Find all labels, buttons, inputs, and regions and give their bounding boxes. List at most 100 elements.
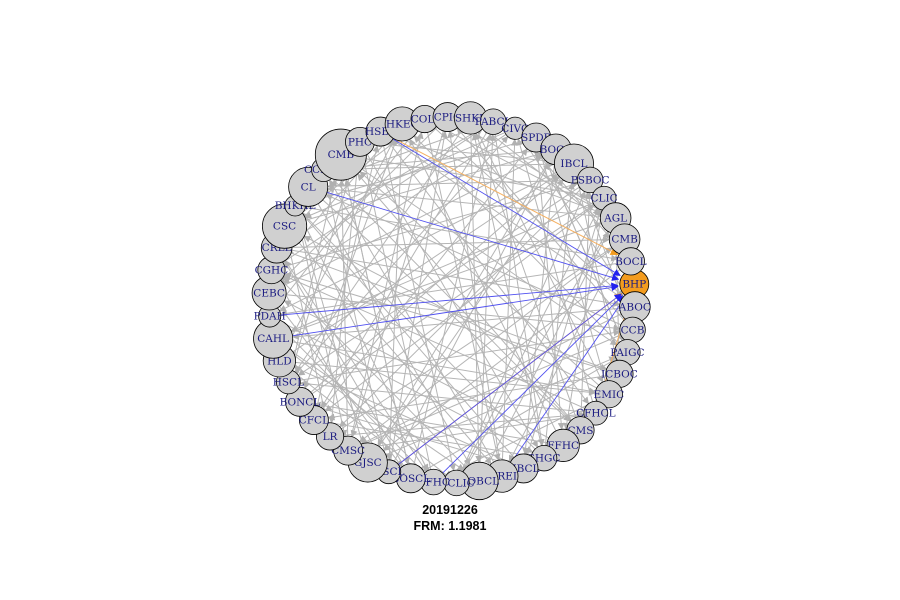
node-label: CFHCL [576,408,616,420]
edge-gray [291,306,635,340]
node-label: LR [323,431,339,443]
edge-gray [294,205,348,438]
edge-gray [313,419,533,459]
edge-gray [373,140,575,165]
edge-gray [313,148,528,421]
edge-gray [304,127,516,219]
edge-gray [323,169,389,461]
node-label: NCLIC [438,477,474,489]
edge-gray [340,154,618,346]
node-label: BHP [622,279,646,291]
edge-orange [380,131,619,256]
edge-gray [320,121,494,409]
edge-gray [278,163,575,312]
edge-gray [538,150,610,395]
node-aboc: ABOC [618,291,651,323]
edge-gray [492,121,545,447]
node-label: HKEC [386,118,419,130]
edge-blue [388,293,622,473]
edge-gray [424,118,501,461]
edge-gray [424,118,603,212]
edge-gray [287,136,509,383]
node-label: BOCL [615,256,647,268]
node-label: COLI [411,114,439,126]
node-label: CMSC [331,445,365,457]
edge-blue [380,131,621,276]
edge-gray [391,139,636,308]
node-label: BOSCL [391,473,430,485]
gray-edges [268,116,636,484]
edge-gray [280,279,480,482]
edge-gray [288,329,621,383]
node-label: CL [301,181,316,193]
node-cebc: CEBC [251,275,287,311]
node-label: EMIC [594,389,625,401]
edge-gray [283,300,564,446]
edge-gray [360,306,636,445]
edge-gray [273,338,597,395]
node-label: CEBC [253,287,285,299]
node-label: CFCL [299,415,329,427]
node-label: ICBOC [601,368,638,380]
edge-gray [386,123,403,461]
node-hkec: HKEC [384,106,420,142]
node-civc: CIVC [501,116,529,140]
edge-gray [271,269,384,463]
node-boscl: BOSCL [391,463,430,494]
node-coli: COLI [410,105,439,134]
node-label: PAIGC [610,347,644,359]
date-label: 20191226 [422,503,478,517]
node-hscl: HSCL [273,369,304,395]
node-cghc: CGHC [255,256,288,285]
edge-gray [299,175,560,403]
edge-gray [573,163,619,362]
edge-gray [422,351,628,472]
node-circle [583,400,609,426]
edge-gray [535,137,624,342]
node-bocl: BOCL [615,247,647,276]
edge-gray [393,135,616,219]
edge-gray [268,292,403,468]
node-label: GJSC [354,457,382,469]
node-label: AGL [603,213,627,225]
nodes: BHPABOCCCBPAIGCICBOCEMICCFHCLCMSFFHCSHGC… [251,101,651,501]
edge-gray [324,197,605,412]
node-circle [285,386,315,417]
node-nclic: NCLIC [438,469,475,497]
edge-gray [388,130,448,472]
node-label: CLIC [590,193,617,205]
edge-gray [313,401,564,446]
edge-gray [334,148,556,172]
edge-gray [297,179,591,376]
node-label: IBCL [560,158,587,170]
node-label: PABCL [475,116,512,128]
edge-blue [308,186,620,281]
edge-gray [284,225,492,465]
node-cfhcl: CFHCL [576,400,616,426]
node-label: BONCL [280,396,321,408]
edge-gray [299,401,511,466]
node-paigc: PAIGC [610,339,645,366]
node-label: PDAH [254,310,286,322]
edge-gray [325,194,633,331]
edge-gray [276,236,610,249]
node-label: ABOC [618,302,651,314]
edge-gray [474,132,581,431]
node-circle [576,166,604,194]
edge-gray [338,179,349,451]
edge-gray [272,338,465,471]
frm-label: FRM: 1.1981 [413,519,487,533]
edge-gray [359,238,625,443]
edge-gray [359,171,610,395]
node-label: FFHC [547,440,579,452]
edge-gray [279,174,559,362]
edge-gray [522,149,557,455]
node-shkp: SHKP [453,101,488,135]
node-icboc: ICBOC [601,359,638,388]
blue-edges [269,131,626,483]
node-pabcl: PABCL [475,108,512,135]
edge-gray [360,155,434,483]
edge-gray [293,366,524,469]
edge-blue [273,283,619,340]
